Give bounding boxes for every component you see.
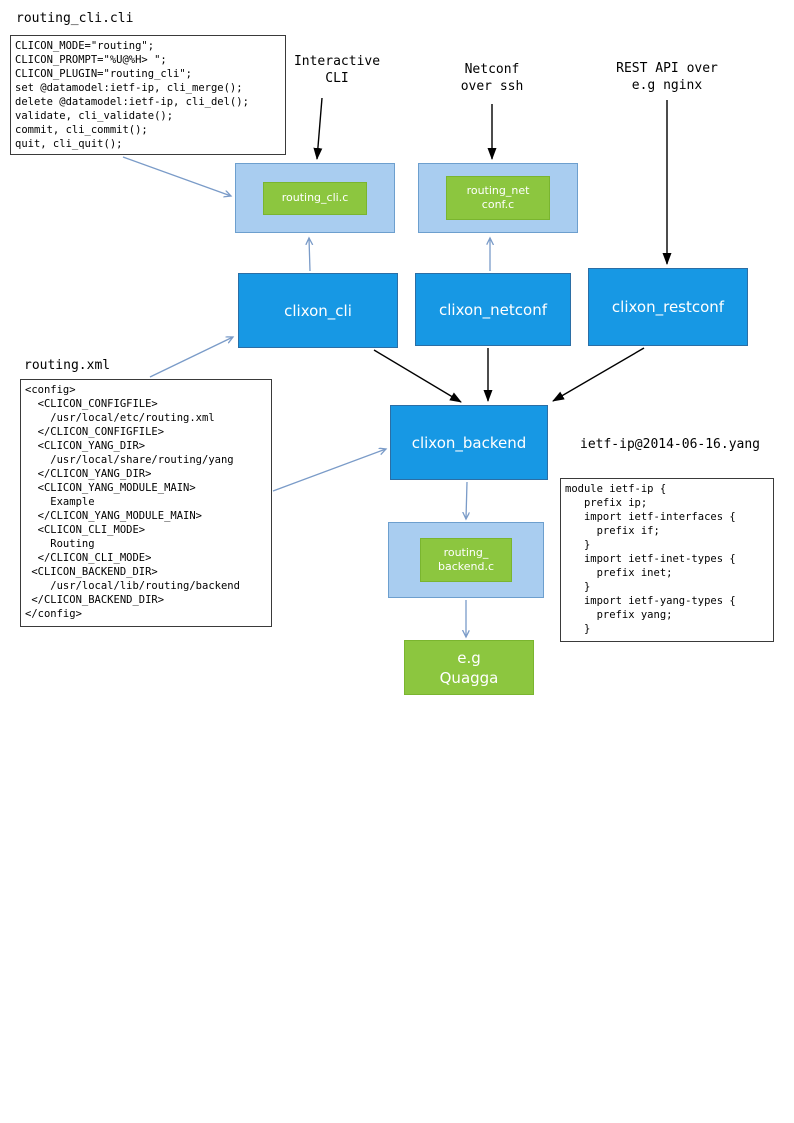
arrow-interactive-cli-to-plugin [313,97,323,160]
label-netconf-over-ssh: Netconf over ssh [460,62,524,94]
node-quagga: e.g Quagga [404,640,534,695]
arrow-backend-to-plugin [466,481,467,519]
label-ietf-yang: ietf-ip@2014-06-16.yang [580,437,761,452]
label-routing-xml: routing.xml [24,358,111,373]
arrow-restconf-to-backend [552,347,645,402]
plugin-box-netconf: routing_net conf.c [418,163,578,233]
node-clixon-backend: clixon_backend [390,405,548,480]
chip-routing-cli-c: routing_cli.c [263,181,367,215]
code-box-routing-cli: CLICON_MODE="routing"; CLICON_PROMPT="%U… [10,35,286,155]
code-box-ietf-yang: module ietf-ip { prefix ip; import ietf-… [560,478,774,642]
arrow-xml-to-backend [272,449,386,492]
node-clixon-netconf: clixon_netconf [415,273,571,346]
arrow-cli-to-backend [373,349,462,403]
arrow-clixon-cli-to-plugin [309,238,310,272]
node-clixon-restconf: clixon_restconf [588,268,748,346]
label-routing-cli-file: routing_cli.cli [16,11,134,26]
chip-routing-netconf-c: routing_net conf.c [446,176,550,220]
arrow-xml-to-clixon-cli [149,337,233,378]
plugin-box-backend: routing_ backend.c [388,522,544,598]
chip-routing-backend-c: routing_ backend.c [420,538,512,582]
label-interactive-cli: Interactive CLI [293,54,381,86]
code-box-routing-xml: <config> <CLICON_CONFIGFILE> /usr/local/… [20,379,272,627]
arrow-cli-file-to-plugin-box [122,156,231,196]
node-clixon-cli: clixon_cli [238,273,398,348]
plugin-box-cli: routing_cli.c [235,163,395,233]
label-rest-api: REST API over e.g nginx [616,61,718,93]
